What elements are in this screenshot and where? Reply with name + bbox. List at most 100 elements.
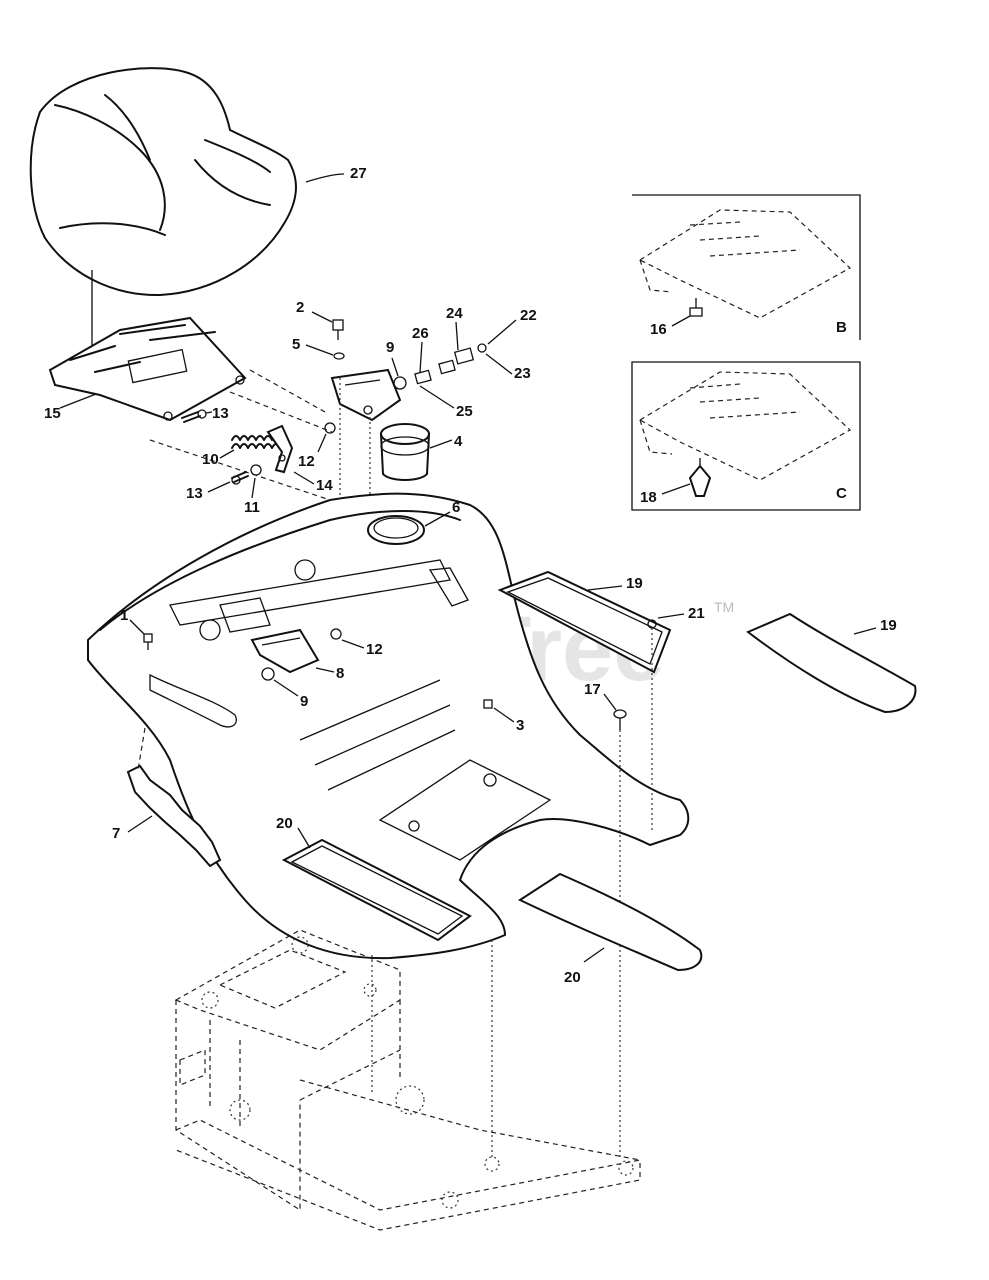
leader-6: [424, 511, 451, 527]
seat-switch[interactable]: [414, 343, 487, 385]
callout-2: 2: [296, 299, 304, 316]
seat-pan[interactable]: [48, 316, 247, 422]
callout-13b: 13: [186, 485, 203, 502]
leader-24: [455, 321, 459, 351]
callout-21: 21: [688, 605, 705, 622]
callout-17: 17: [584, 681, 601, 698]
leader-7: [127, 815, 153, 833]
callout-20a: 20: [276, 815, 293, 832]
fuel-cap[interactable]: [380, 423, 430, 481]
bolt-13-lower[interactable]: [231, 471, 249, 485]
callout-9a: 9: [386, 339, 394, 356]
screw-1[interactable]: [143, 633, 153, 650]
callout-14: 14: [316, 477, 333, 494]
callout-10: 10: [202, 451, 219, 468]
inset-b: 16 B: [632, 194, 861, 340]
nut-9-lower[interactable]: [261, 667, 275, 681]
screw-16[interactable]: [689, 298, 703, 317]
callout-16: 16: [650, 321, 667, 338]
leader-12b: [341, 639, 365, 649]
assembly-line-2: [249, 369, 326, 413]
callout-24: 24: [446, 305, 463, 322]
leader-20a: [297, 827, 311, 849]
foot-pad-20-loose[interactable]: [517, 872, 703, 972]
seat-adjuster-lever[interactable]: [266, 424, 294, 474]
leader-26: [419, 341, 423, 373]
leader-10: [219, 449, 235, 459]
callout-8: 8: [336, 665, 344, 682]
washer-12-upper[interactable]: [324, 422, 336, 434]
callout-19a: 19: [626, 575, 643, 592]
leader-19a: [587, 585, 623, 591]
screw-3[interactable]: [483, 699, 493, 709]
callout-26: 26: [412, 325, 429, 342]
leader-19b: [853, 627, 877, 635]
leader-5: [305, 344, 334, 356]
foot-pad-19-installed[interactable]: [497, 570, 672, 674]
leader-12a: [317, 433, 327, 453]
inset-c: 18 C: [631, 361, 861, 511]
seat[interactable]: [29, 67, 297, 297]
nut-9-upper[interactable]: [393, 376, 407, 390]
washer-5[interactable]: [333, 352, 345, 360]
leader-25: [419, 385, 455, 409]
leader-15: [59, 393, 97, 409]
leader-18: [661, 483, 691, 495]
watermark-trademark: TM: [714, 599, 734, 615]
inset-c-label: C: [836, 485, 847, 502]
leader-9a: [391, 357, 399, 377]
callout-22: 22: [520, 307, 537, 324]
leader-9b: [273, 679, 299, 697]
inset-b-seat-pan: [638, 209, 852, 319]
callout-15: 15: [44, 405, 61, 422]
leader-1: [129, 619, 145, 635]
leader-11: [251, 477, 256, 499]
callout-1: 1: [120, 607, 128, 624]
leader-21: [657, 613, 685, 619]
fender[interactable]: [87, 492, 690, 960]
leader-4: [429, 439, 453, 449]
callout-13a: 13: [212, 405, 229, 422]
callout-20b: 20: [564, 969, 581, 986]
callout-25: 25: [456, 403, 473, 420]
callout-9b: 9: [300, 693, 308, 710]
leader-2: [311, 311, 333, 323]
leader-22: [487, 319, 517, 345]
callout-11: 11: [244, 499, 260, 516]
screw-17[interactable]: [613, 709, 627, 730]
callout-23: 23: [514, 365, 531, 382]
foot-pad-19-loose[interactable]: [746, 612, 917, 714]
callout-12b: 12: [366, 641, 383, 658]
fuel-opening: [367, 515, 425, 545]
washer-11[interactable]: [250, 464, 262, 476]
callout-7: 7: [112, 825, 120, 842]
callout-3: 3: [516, 717, 524, 734]
callout-27: 27: [350, 165, 367, 182]
leader-13a: [205, 411, 213, 414]
frame-phantom: [174, 929, 641, 1231]
knob-18[interactable]: [688, 458, 712, 497]
leader-16: [671, 315, 691, 327]
fender-bracket-7[interactable]: [126, 764, 222, 868]
leader-23: [485, 353, 513, 375]
callout-6: 6: [452, 499, 460, 516]
callout-19b: 19: [880, 617, 897, 634]
switch-bracket-8[interactable]: [250, 628, 320, 674]
assembly-line-3: [229, 391, 333, 433]
seat-bracket[interactable]: [330, 368, 402, 422]
leader-17: [603, 693, 617, 711]
leader-27: [305, 173, 345, 183]
leader-14: [293, 471, 315, 485]
inset-c-seat-pan: [638, 371, 852, 481]
washer-12-lower[interactable]: [330, 628, 342, 640]
leader-8: [315, 667, 335, 673]
callout-12a: 12: [298, 453, 315, 470]
bolt-13-upper[interactable]: [181, 409, 207, 423]
callout-18: 18: [640, 489, 657, 506]
leader-13b: [207, 481, 231, 493]
leader-20b: [583, 947, 605, 963]
leader-3: [493, 707, 515, 723]
inset-b-label: B: [836, 319, 847, 336]
bolt-2[interactable]: [332, 319, 344, 340]
assembly-line-1: [149, 439, 331, 501]
